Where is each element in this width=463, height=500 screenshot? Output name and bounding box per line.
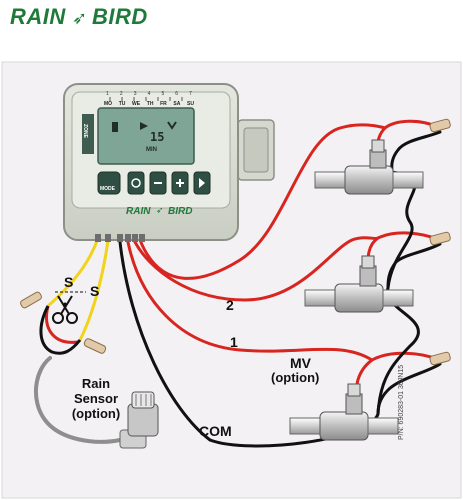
rain-sensor-line-1: Rain [81,376,111,391]
scissors-icon [52,295,78,324]
day-number: 4 [147,91,151,97]
mv-label: MV [290,355,311,371]
brand-logo-right: BIRD [92,4,148,29]
sensor-wire-1 [46,236,100,308]
sensor-wire-2 [78,238,110,342]
part-number: P/N: 690283-01 30JN15 [398,364,405,440]
day-label: SU [187,101,194,107]
valve-2 [304,255,414,313]
valve-3 [289,383,399,441]
controller-logo-left: RAIN [126,206,151,217]
lcd-screen [97,107,195,165]
lcd-unit: MIN [146,147,157,153]
day-label: WE [132,101,141,107]
rain-sensor-line-3: (option) [71,406,121,421]
wire-label-s1: S [64,274,74,290]
mv-wire [126,240,374,362]
controller-unit [63,83,275,242]
valve-1 [314,139,424,195]
rain-sensor-device [119,391,159,449]
brand-logo-left: RAIN [10,4,66,29]
wire-connector-s2 [83,338,107,354]
controller-bird-icon: ➶ [156,206,164,216]
day-label: TU [118,101,126,107]
zone-1-wire [133,236,380,302]
day-number: 5 [161,91,165,97]
jumper-red [45,305,79,344]
day-label: TH [146,101,154,107]
mode-button [97,171,121,195]
mv-option-label: (option) [271,370,320,385]
zone-1-label: 1 [230,334,238,350]
day-ticks [109,97,183,101]
zone-2-wire [138,123,387,280]
controller-logo-right: BIRD [168,206,193,217]
controller-days: MO TU WE TH FR SA SU [104,101,194,109]
zone-2-label: 2 [226,297,234,313]
wire-label-s2: S [90,283,100,299]
day-number: 6 [175,91,179,97]
terminal-tips [429,118,451,366]
day-number: 3 [133,91,137,97]
com-label: COM [199,423,232,439]
terminal-block [95,234,145,242]
day-label: SA [173,101,181,107]
rain-sensor-label: Rain Sensor (option) [56,376,136,421]
manual-button [127,171,145,195]
day-number: 1 [106,91,109,97]
rain-sensor-line-2: Sensor [73,391,119,406]
bird-icon: ➶ [72,8,88,29]
day-label: MO [104,101,113,107]
lcd-value: 15 [150,130,165,144]
day-number: 7 [189,91,192,97]
wire-connector-s1 [20,291,42,309]
com-wire [118,240,212,442]
brand-logo: RAIN ➶ BIRD [6,2,148,32]
rain-sensor-wire [33,356,122,444]
zone-side-label: ZONE [81,124,88,138]
jumper-black [39,305,82,355]
day-number: 2 [119,91,123,97]
controller-logo: RAIN ➶ BIRD [126,206,216,220]
day-label: FR [160,101,167,107]
mode-button-label[interactable]: MODE [100,186,115,192]
controller-day-numbers: 1 2 3 4 5 6 7 [106,91,192,98]
